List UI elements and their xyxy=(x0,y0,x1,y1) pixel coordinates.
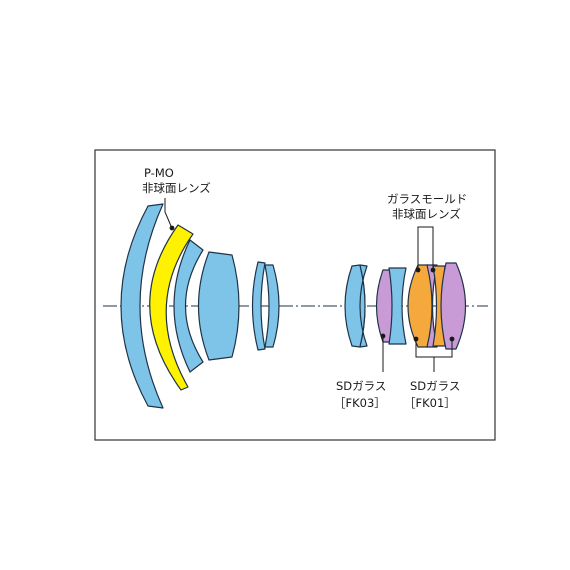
glass-mold-label-line1: ガラスモールド xyxy=(387,192,467,206)
lens-element-6 xyxy=(264,264,280,348)
pmo-leader-dot xyxy=(169,225,175,231)
lens-element-12-sd-fk01 xyxy=(426,264,438,348)
sd-fk03-label-line1: SDガラス xyxy=(336,379,386,393)
lens-element-5 xyxy=(251,261,266,351)
sd-fk01-label-line2: ［FK01］ xyxy=(404,396,456,410)
lens-element-2-pmo-aspherical xyxy=(149,224,194,391)
lens-element-14-sd-fk01 xyxy=(440,262,467,350)
sd-fk01-label-line1: SDガラス xyxy=(410,379,460,393)
sd-fk03-label-line2: ［FK03］ xyxy=(334,396,386,410)
pmo-leader-line xyxy=(164,198,172,227)
pmo-label-line1: P-MO xyxy=(144,166,174,180)
glass-mold-leader-dot-1 xyxy=(415,267,421,273)
lens-element-10 xyxy=(388,267,407,345)
glass-mold-leader-dot-2 xyxy=(430,267,436,273)
lens-element-4 xyxy=(197,251,240,361)
glass-mold-leader-line xyxy=(417,226,434,268)
sd-fk01-leader-dot-2 xyxy=(449,336,455,342)
lens-element-1 xyxy=(120,203,164,409)
sd-fk03-leader-dot xyxy=(380,333,386,339)
lens-element-3 xyxy=(173,239,204,373)
glass-mold-label-line2: 非球面レンズ xyxy=(392,207,461,221)
sd-fk01-leader-dot-1 xyxy=(413,336,419,342)
diagram-frame xyxy=(94,149,496,441)
lens-element-11-glass-mold-aspherical xyxy=(407,264,434,348)
lens-element-8 xyxy=(359,264,368,348)
pmo-label-line2: 非球面レンズ xyxy=(142,181,211,195)
